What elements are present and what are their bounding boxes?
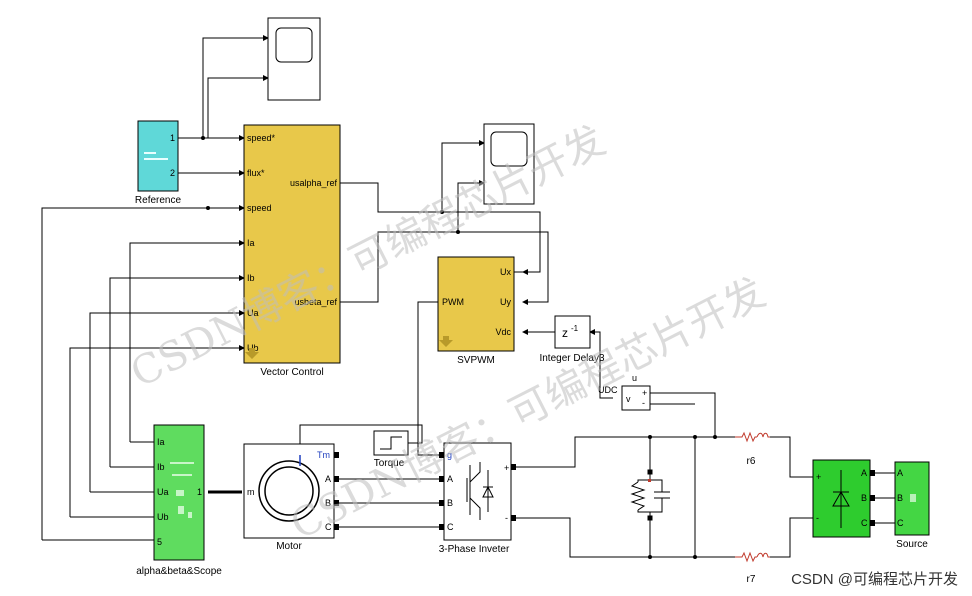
abs-input-ub: Ub — [157, 512, 169, 522]
alpha-beta-scope-block[interactable]: Ia Ib Ua Ub 5 1 alpha&beta&Scope — [136, 424, 222, 577]
credit-text: CSDN @可编程芯片开发 — [791, 571, 958, 588]
rectifier-port-b: B — [861, 493, 867, 503]
motor-block[interactable]: Tm A B C m Motor — [243, 443, 339, 552]
vc-input-ib: Ib — [247, 273, 255, 283]
motor-input-c: C — [325, 522, 332, 532]
abs-input-5: 5 — [157, 537, 162, 547]
inverter-port-minus: - — [505, 513, 508, 523]
vc-input-speed: speed — [247, 203, 272, 213]
rectifier-port-c: C — [861, 518, 868, 528]
motor-input-a: A — [325, 474, 331, 484]
rectifier-port-minus: - — [816, 513, 819, 523]
inverter-block[interactable]: g A B C + - 3-Phase Inveter — [439, 442, 516, 555]
svpwm-block[interactable]: Ux Uy Vdc PWM SVPWM — [437, 256, 515, 366]
step-icon — [380, 436, 402, 450]
r7-resistor[interactable]: r7 — [735, 551, 770, 585]
voltmeter-port-plus: + — [642, 388, 647, 398]
delay-symbol: z — [562, 326, 568, 340]
reference-block[interactable]: 1 2 Reference — [135, 120, 182, 206]
rectifier-port-a: A — [861, 468, 867, 478]
inverter-port-c: C — [447, 522, 454, 532]
voltmeter-udc-block[interactable]: u v + - UDC — [598, 373, 651, 411]
svpwm-scope[interactable] — [483, 123, 535, 205]
vc-output-usbeta: usbeta_ref — [294, 297, 337, 307]
delay-exponent: -1 — [571, 324, 579, 333]
inverter-port-g: g — [447, 450, 452, 460]
abs-output-1: 1 — [197, 487, 202, 497]
voltmeter-caption: UDC — [598, 385, 618, 395]
igbt-icon — [466, 462, 494, 520]
motor-caption: Motor — [276, 541, 302, 552]
abs-input-ia: Ia — [157, 437, 165, 447]
diode-icon — [832, 470, 850, 528]
svpwm-input-vdc: Vdc — [495, 327, 511, 337]
voltmeter-port-u: u — [632, 373, 637, 383]
motor-input-tm: Tm — [317, 450, 330, 460]
alpha-beta-scope-caption: alpha&beta&Scope — [136, 566, 222, 577]
svpwm-output-pwm: PWM — [442, 297, 464, 307]
vector-control-block[interactable]: speed* flux* speed Ia Ib Ua Ub usalpha_r… — [243, 124, 341, 378]
source-port-c: C — [897, 518, 904, 528]
r6-caption: r6 — [747, 456, 756, 467]
top-scope[interactable] — [267, 17, 321, 101]
source-caption: Source — [896, 539, 928, 550]
rectifier-port-plus: + — [816, 472, 821, 482]
source-port-b: B — [897, 493, 903, 503]
inverter-port-plus: + — [504, 463, 509, 473]
inverter-port-b: B — [447, 498, 453, 508]
voltmeter-port-minus: - — [642, 398, 645, 408]
dc-link-rc[interactable] — [630, 469, 670, 521]
r7-caption: r7 — [747, 574, 756, 585]
rectifier-block[interactable]: A B C + - — [812, 459, 875, 538]
integer-delay-caption: Integer Delay3 — [539, 353, 604, 364]
watermark-text-2: CSDN博客：可编程芯片开发 — [284, 270, 773, 549]
subsystem-arrow-icon — [245, 348, 259, 359]
svpwm-input-ux: Ux — [500, 267, 511, 277]
abs-input-ib: Ib — [157, 462, 165, 472]
reference-port-2: 2 — [170, 168, 175, 178]
inverter-caption: 3-Phase Inveter — [439, 544, 510, 555]
vc-input-speed-ref: speed* — [247, 133, 276, 143]
integer-delay-block[interactable]: z -1 Integer Delay3 — [539, 315, 605, 364]
abs-input-ua: Ua — [157, 487, 169, 497]
torque-step-block[interactable]: Torque — [373, 430, 409, 469]
torque-caption: Torque — [374, 458, 405, 469]
vc-input-ia: Ia — [247, 238, 255, 248]
source-port-a: A — [897, 468, 903, 478]
svpwm-caption: SVPWM — [457, 355, 495, 366]
motor-port-m: m — [247, 487, 255, 497]
svpwm-input-uy: Uy — [500, 297, 511, 307]
inverter-port-a: A — [447, 474, 453, 484]
r6-resistor[interactable]: r6 — [735, 431, 770, 467]
subsystem-arrow-icon — [439, 336, 453, 347]
junction-dots — [201, 136, 717, 559]
vc-input-ua: Ua — [247, 308, 259, 318]
vc-input-flux-ref: flux* — [247, 168, 265, 178]
motor-input-b: B — [325, 498, 331, 508]
vc-output-usalpha: usalpha_ref — [290, 178, 338, 188]
voltmeter-port-v: v — [626, 394, 631, 404]
source-block[interactable]: A B C Source — [894, 461, 930, 550]
power-wires — [334, 392, 895, 558]
reference-port-1: 1 — [170, 133, 175, 143]
reference-caption: Reference — [135, 195, 182, 206]
vector-control-caption: Vector Control — [260, 367, 323, 378]
